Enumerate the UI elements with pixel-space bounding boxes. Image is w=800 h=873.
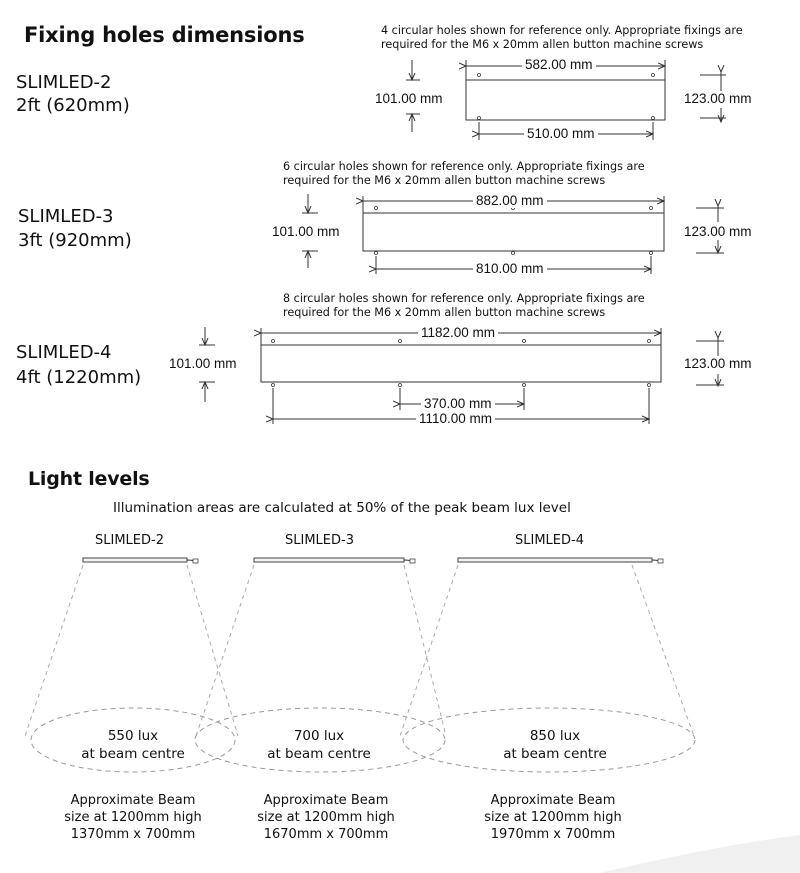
slimled-3-model: SLIMLED-3 — [18, 206, 114, 227]
lamp-2-lux-desc: at beam centre — [81, 746, 185, 762]
lamp-3-lux: 700 lux at beam centre — [259, 727, 379, 763]
lamp-4-lux: 850 lux at beam centre — [495, 727, 615, 763]
fixing-hole — [649, 251, 653, 255]
lamp-3-caption-line1: Approximate Beam — [263, 793, 389, 808]
slimled-3-bottom-dim: 810.00 mm — [473, 261, 547, 276]
lamp-3-caption: Approximate Beam size at 1200mm high 167… — [246, 792, 406, 843]
slimled-4-height-left: 101.00 mm — [166, 356, 240, 371]
lamp-2-lux-value: 550 lux — [107, 728, 159, 744]
slimled-3-height-left: 101.00 mm — [269, 224, 343, 239]
slimled-4-mid-dim: 370.00 mm — [421, 396, 495, 411]
light-section-title: Light levels — [28, 468, 150, 490]
slimled-2-plate — [465, 79, 666, 121]
lamp-3-label: SLIMLED-3 — [285, 533, 354, 548]
slimled-2-height-right: 123.00 mm — [681, 91, 755, 106]
fixing-section-title: Fixing holes dimensions — [24, 23, 305, 47]
lamp-2-label: SLIMLED-2 — [95, 533, 164, 548]
lamp-2-lux: 550 lux at beam centre — [73, 727, 193, 763]
fixing-hole — [271, 383, 275, 387]
slimled-4-note-line2: required for the M6 x 20mm allen button … — [283, 306, 606, 319]
fixing-hole — [511, 251, 515, 255]
lamp-4-lux-desc: at beam centre — [503, 746, 607, 762]
slimled-2-model: SLIMLED-2 — [16, 72, 112, 93]
fixing-hole — [647, 383, 651, 387]
slimled-3-height-right: 123.00 mm — [681, 224, 755, 239]
fixing-hole — [477, 73, 481, 77]
slimled-4-size: 4ft (1220mm) — [16, 367, 142, 388]
lamp-4-caption: Approximate Beam size at 1200mm high 197… — [473, 792, 633, 843]
lamp-4-caption-line2: size at 1200mm high — [484, 810, 622, 825]
slimled-3-lamp — [253, 557, 405, 563]
lamp-2-caption: Approximate Beam size at 1200mm high 137… — [53, 792, 213, 843]
light-levels-drawing — [24, 557, 696, 773]
slimled-3-plate — [362, 212, 665, 252]
fixing-hole — [651, 116, 655, 120]
fixing-hole — [651, 73, 655, 77]
slimled-3-beam-area — [194, 707, 446, 773]
fixing-hole — [398, 339, 402, 343]
slimled-3-note-line1: 6 circular holes shown for reference onl… — [283, 160, 645, 173]
light-subtitle: Illumination areas are calculated at 50%… — [113, 500, 571, 516]
slimled-2-size: 2ft (620mm) — [16, 95, 130, 116]
slimled-3-top-dim: 882.00 mm — [473, 193, 547, 208]
lamp-2-caption-line3: 1370mm x 700mm — [70, 827, 196, 842]
slimled-2-note-line1: 4 circular holes shown for reference onl… — [381, 24, 743, 37]
slimled-2-lamp — [82, 557, 188, 563]
slimled-4-lamp — [457, 557, 653, 563]
fixing-hole — [398, 383, 402, 387]
lamp-4-caption-line1: Approximate Beam — [490, 793, 616, 808]
slimled-4-bottom-dim: 1110.00 mm — [416, 411, 496, 426]
slimled-3-note-line2: required for the M6 x 20mm allen button … — [283, 174, 606, 187]
slimled-4-model: SLIMLED-4 — [16, 342, 112, 363]
slimled-2-height-left: 101.00 mm — [372, 91, 446, 106]
lamp-3-lux-value: 700 lux — [293, 728, 345, 744]
slimled-4-plate-drawing — [199, 327, 724, 424]
slimled-2-top-dim: 582.00 mm — [522, 57, 596, 72]
slimled-2-note-line2: required for the M6 x 20mm allen button … — [381, 38, 704, 51]
lamp-4-lux-value: 850 lux — [529, 728, 581, 744]
slimled-4-beam-area — [402, 707, 696, 773]
slimled-4-note-line1: 8 circular holes shown for reference onl… — [283, 292, 645, 305]
lamp-4-label: SLIMLED-4 — [515, 533, 584, 548]
slimled-3-plate-drawing — [302, 194, 724, 274]
lamp-2-caption-line2: size at 1200mm high — [64, 810, 202, 825]
fixing-hole — [522, 383, 526, 387]
slimled-4-plate — [260, 344, 662, 383]
lamp-2-caption-line1: Approximate Beam — [70, 793, 196, 808]
slimled-2-beam-area — [30, 707, 236, 773]
corner-swoosh — [600, 835, 800, 873]
slimled-4-top-dim: 1182.00 mm — [418, 325, 499, 340]
fixing-hole — [522, 339, 526, 343]
lamp-3-lux-desc: at beam centre — [267, 746, 371, 762]
slimled-4-height-right: 123.00 mm — [681, 356, 755, 371]
fixing-hole — [647, 339, 651, 343]
slimled-2-bottom-dim: 510.00 mm — [524, 126, 598, 141]
fixing-hole — [477, 116, 481, 120]
fixing-hole — [374, 206, 378, 210]
lamp-4-caption-line3: 1970mm x 700mm — [490, 827, 616, 842]
lamp-3-caption-line3: 1670mm x 700mm — [263, 827, 389, 842]
lamp-3-caption-line2: size at 1200mm high — [257, 810, 395, 825]
slimled-3-size: 3ft (920mm) — [18, 230, 132, 251]
fixing-hole — [374, 251, 378, 255]
fixing-hole — [649, 206, 653, 210]
fixing-hole — [271, 339, 275, 343]
